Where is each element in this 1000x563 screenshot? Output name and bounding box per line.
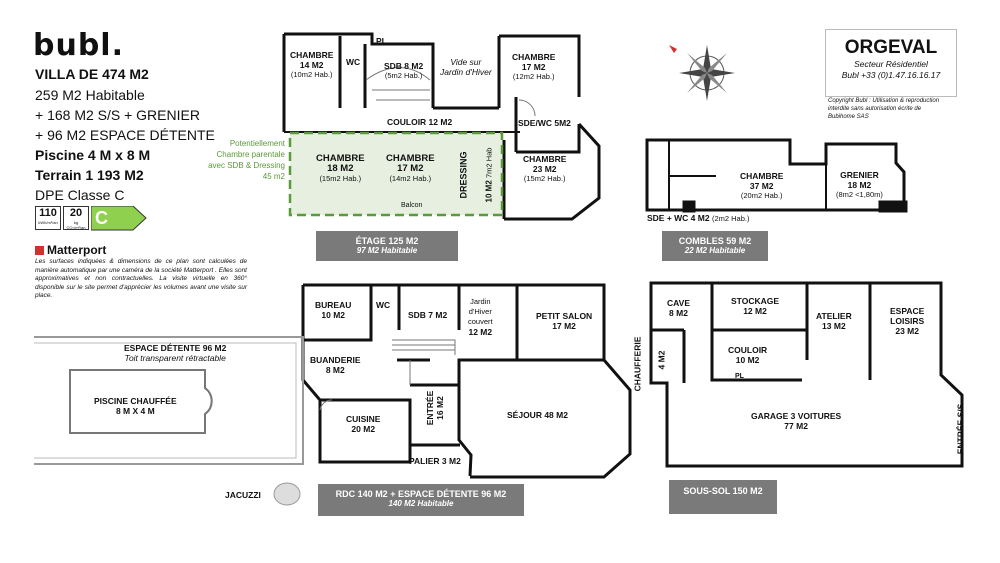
jacuzzi-label: JACUZZI: [225, 490, 261, 500]
dressing-area: 10 M2 7m2 Hab: [484, 147, 494, 203]
spec-detente: + 96 M2 ESPACE DÉTENTE: [35, 127, 215, 143]
disclaimer: Les surfaces indiquées & dimensions de c…: [35, 258, 247, 299]
spec-piscine: Piscine 4 M x 8 M: [35, 147, 151, 163]
location-name: ORGEVAL: [844, 37, 938, 58]
bubl-logo: bubl.: [33, 28, 124, 63]
room-wc-rdc: WC: [376, 300, 391, 310]
couloir-etage: COULOIR 12 M2: [387, 117, 453, 127]
jacuzzi-icon: [273, 482, 301, 506]
copyright: Copyright Bubl : Utilisation & reproduct…: [828, 98, 940, 120]
room-sde-wc-combles: SDE + WC 4 M2 (2m2 Hab.): [647, 213, 750, 223]
spec-dpe: DPE Classe C: [35, 187, 125, 203]
room-4m2: 4 M2: [656, 350, 667, 370]
room-sdb-7: SDB 7 M2: [408, 310, 448, 320]
pool: [69, 369, 213, 434]
room-sejour: SÉJOUR 48 M2: [507, 410, 568, 420]
rdc-plan: [301, 283, 632, 479]
sous-sol-plan: [649, 281, 964, 468]
room-chaufferie: CHAUFFERIE: [632, 336, 643, 392]
matterport-logo: Matterport: [35, 243, 106, 257]
spec-villa: VILLA DE 474 M2: [35, 66, 149, 82]
spec-sous-sol: + 168 M2 S/S + GRENIER: [35, 107, 200, 123]
dpe-class: C: [95, 208, 108, 228]
pl-etage: PL: [376, 36, 387, 46]
sous-sol-banner: SOUS-SOL 150 M2: [669, 480, 777, 514]
room-entree-ss: ENTRÉE S/S: [955, 403, 966, 455]
compass-icon: [669, 45, 735, 101]
balcon: Balcon: [401, 202, 423, 209]
spec-habitable: 259 M2 Habitable: [35, 87, 145, 103]
room-sdb-8: SDB 8 M2(5m2 Hab.): [384, 61, 424, 80]
espace-detente-plan: [34, 336, 304, 465]
combles-plan: [645, 138, 908, 213]
pl-ss: PL: [735, 373, 744, 380]
matterport-icon: [35, 246, 44, 255]
room-palier: PALIER 3 M2: [409, 456, 461, 466]
room-wc-etage: WC: [346, 57, 361, 67]
room-dressing: DRESSING: [458, 151, 469, 199]
spec-terrain: Terrain 1 193 M2: [35, 167, 144, 183]
room-sde-wc: SDE/WC 5M2: [518, 118, 571, 128]
